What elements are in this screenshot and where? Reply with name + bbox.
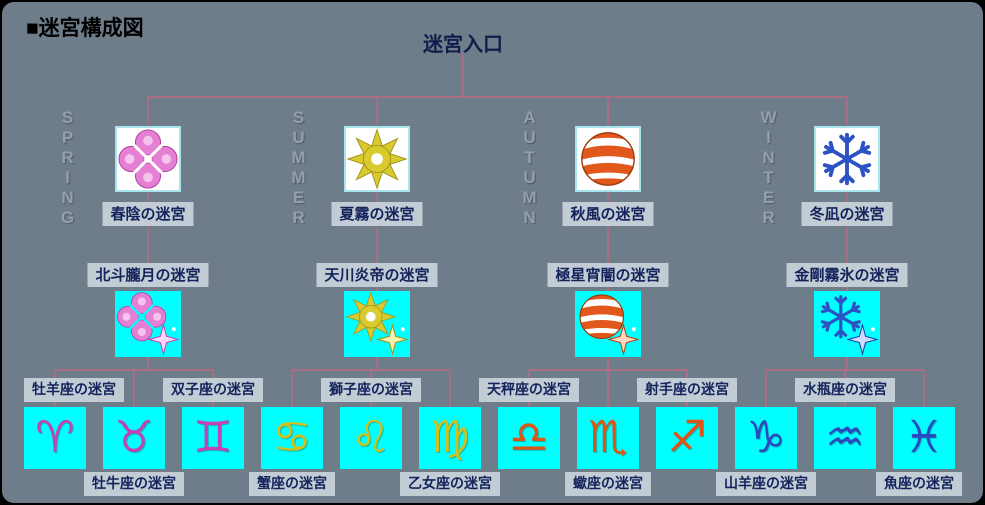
scorpio-labyrinth-tile: ♏ [577, 407, 639, 469]
season-summer-vertical-label: SUMMER [289, 108, 308, 228]
aries-icon: ♈ [35, 412, 75, 463]
sagittarius-labyrinth-label: 射手座の迷宮 [637, 378, 737, 402]
cancer-labyrinth-label: 蟹座の迷宮 [249, 472, 335, 496]
spring-deep-icon [115, 291, 181, 357]
spring-gate-label: 春陰の迷宮 [102, 202, 194, 226]
pisces-labyrinth-label: 魚座の迷宮 [876, 472, 962, 496]
winter-gate-icon [814, 126, 880, 192]
virgo-labyrinth-tile: ♍ [419, 407, 481, 469]
spring-deep-label: 北斗朧月の迷宮 [87, 263, 209, 287]
season-autumn-vertical-label: AUTUMN [520, 108, 539, 228]
sagittarius-icon: ♐ [667, 412, 707, 463]
scorpio-labyrinth-label: 蠍座の迷宮 [565, 472, 651, 496]
autumn-gate-label: 秋風の迷宮 [562, 202, 654, 226]
summer-deep-label: 天川炎帝の迷宮 [316, 263, 438, 287]
sun-sparkle-icon [345, 291, 409, 356]
scorpio-icon: ♏ [588, 412, 628, 463]
pisces-labyrinth-tile: ♓ [893, 407, 955, 469]
striped-sphere-icon [581, 132, 635, 186]
summer-gate-icon [344, 126, 410, 192]
sagittarius-labyrinth-tile: ♐ [656, 407, 718, 469]
leo-labyrinth-tile: ♌ [340, 407, 402, 469]
aries-labyrinth-label: 牡羊座の迷宮 [24, 378, 124, 402]
winter-deep-icon [814, 291, 880, 357]
taurus-labyrinth-label: 牡牛座の迷宮 [84, 472, 184, 496]
summer-deep-icon [344, 291, 410, 357]
snowflake-sparkle-icon [820, 295, 879, 356]
autumn-gate-icon [575, 126, 641, 192]
leo-icon: ♌ [351, 412, 391, 463]
winter-deep-label: 金剛霧氷の迷宮 [786, 263, 908, 287]
aquarius-labyrinth-tile: ♒ [814, 407, 876, 469]
aquarius-icon: ♒ [825, 412, 865, 463]
cancer-icon: ♋ [272, 412, 312, 463]
season-spring-vertical-label: SPRING [58, 108, 77, 228]
capricorn-labyrinth-tile: ♑ [735, 407, 797, 469]
cancer-labyrinth-tile: ♋ [261, 407, 323, 469]
capricorn-icon: ♑ [746, 412, 786, 463]
libra-icon: ♎ [509, 412, 549, 463]
striped-sphere-sparkle-icon [579, 294, 640, 356]
autumn-deep-icon [575, 291, 641, 357]
clover-sparkle-icon [117, 292, 180, 356]
autumn-deep-label: 極星宵闇の迷宮 [547, 263, 669, 287]
season-winter-vertical-label: WINTER [759, 108, 778, 228]
libra-labyrinth-tile: ♎ [498, 407, 560, 469]
winter-gate-label: 冬凪の迷宮 [801, 202, 893, 226]
leo-labyrinth-label: 獅子座の迷宮 [321, 378, 421, 402]
labyrinth-entrance-label: 迷宮入口 [423, 32, 503, 56]
sun-icon [346, 128, 408, 190]
aquarius-labyrinth-label: 水瓶座の迷宮 [795, 378, 895, 402]
taurus-icon: ♉ [114, 412, 154, 463]
virgo-labyrinth-label: 乙女座の迷宮 [400, 472, 500, 496]
summer-gate-label: 夏霧の迷宮 [331, 202, 423, 226]
capricorn-labyrinth-label: 山羊座の迷宮 [716, 472, 816, 496]
page-title: ■迷宮構成図 [26, 17, 144, 40]
gemini-labyrinth-label: 双子座の迷宮 [163, 378, 263, 402]
gemini-labyrinth-tile: ♊ [182, 407, 244, 469]
snowflake-icon [822, 132, 872, 186]
pisces-icon: ♓ [904, 412, 944, 463]
taurus-labyrinth-tile: ♉ [103, 407, 165, 469]
gemini-icon: ♊ [193, 412, 233, 463]
virgo-icon: ♍ [430, 412, 470, 463]
libra-labyrinth-label: 天秤座の迷宮 [479, 378, 579, 402]
aries-labyrinth-tile: ♈ [24, 407, 86, 469]
clover-icon [118, 129, 178, 189]
spring-gate-icon [115, 126, 181, 192]
